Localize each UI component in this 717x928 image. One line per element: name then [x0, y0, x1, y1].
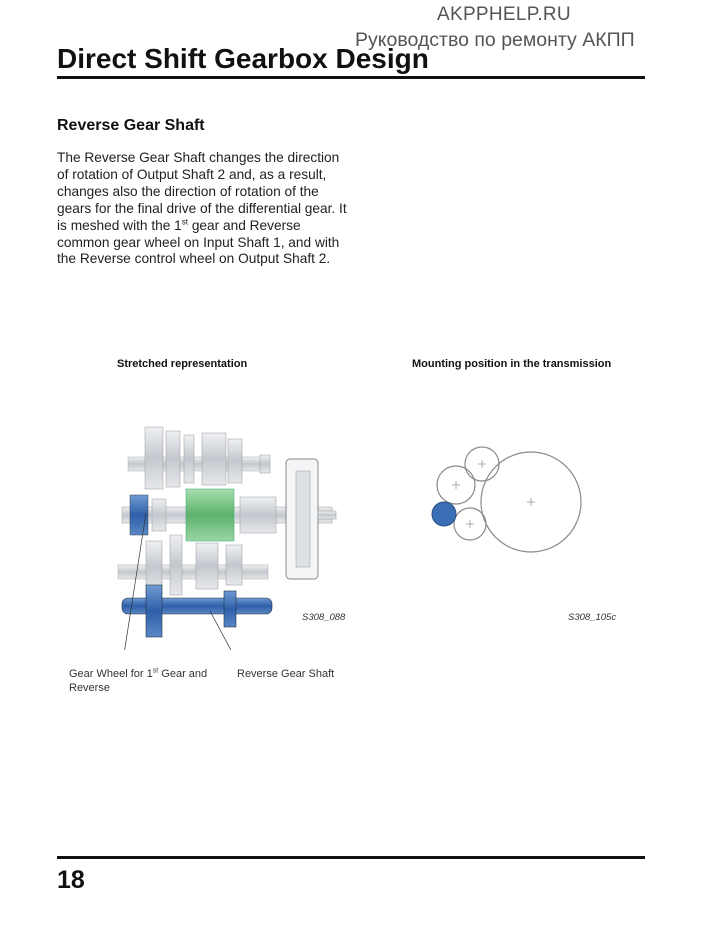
- body-text-sup: st: [181, 217, 189, 227]
- label-gear-wheel-part2: Gear and Reverse: [69, 668, 208, 694]
- body-text-part1: The Reverse Gear Shaft changes the direc…: [57, 150, 347, 233]
- section-body: The Reverse Gear Shaft changes the direc…: [57, 150, 347, 268]
- section-heading: Reverse Gear Shaft: [57, 117, 205, 134]
- label-gear-wheel-part1: Gear Wheel for 1: [69, 668, 153, 680]
- body-text-part2: gear and Reverse common gear wheel on In…: [57, 217, 340, 267]
- figure-left-code: S308_088: [302, 612, 346, 623]
- watermark-site: AKPPHELP.RU: [437, 4, 571, 25]
- figure-left-caption: Stretched representation: [117, 358, 248, 370]
- gearbox-stretched-illustration: [117, 426, 337, 650]
- page-title: Direct Shift Gearbox Design: [57, 43, 429, 74]
- label-reverse-gear-shaft: Reverse Gear Shaft: [237, 668, 335, 680]
- page-number: 18: [57, 866, 85, 894]
- mounting-position-diagram: [431, 446, 582, 553]
- figure-right-caption: Mounting position in the transmission: [412, 358, 612, 370]
- figure-right-code: S308_105c: [568, 612, 617, 623]
- header-divider: [57, 76, 645, 79]
- label-gear-wheel-sup: st: [152, 667, 159, 675]
- watermark-subtitle: Руководство по ремонту АКПП: [355, 29, 635, 51]
- footer-divider: [57, 856, 645, 859]
- label-gear-wheel: Gear Wheel for 1st Gear and Reverse: [69, 667, 219, 695]
